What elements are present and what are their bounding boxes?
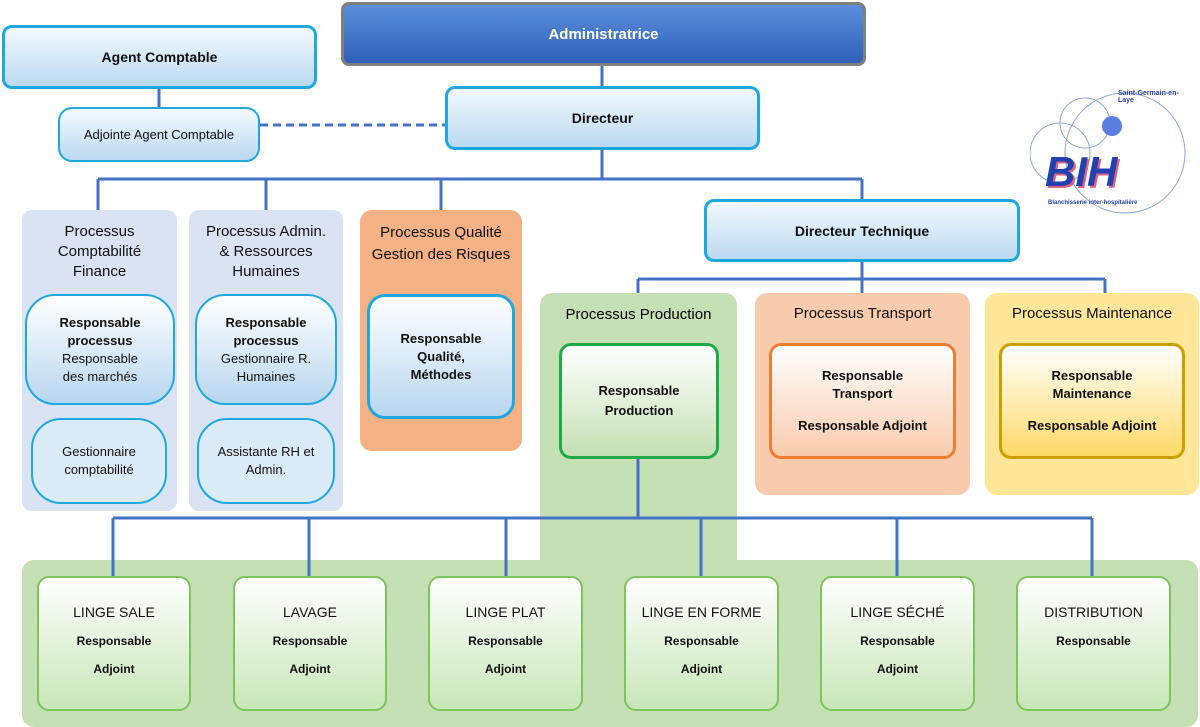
directeur-technique-box: Directeur Technique xyxy=(704,199,1020,262)
role-label: Responsable xyxy=(272,634,348,648)
role-label: Responsable xyxy=(468,634,543,648)
unit-title: LINGE SÉCHÉ xyxy=(850,604,945,620)
processus-transport-title: Processus Transport xyxy=(793,305,932,322)
gestionnaire-comptabilite-box: Gestionnaire comptabilité xyxy=(31,418,167,504)
responsable-qualite-box: Responsable Qualité, Méthodes xyxy=(367,294,515,419)
role-label: Adjoint xyxy=(876,662,919,676)
logo-text: BIH xyxy=(1045,148,1118,195)
unit-title: LAVAGE xyxy=(283,604,337,620)
role-label: Responsable Production xyxy=(598,383,680,418)
role-label: Adjoint xyxy=(484,662,527,676)
logo-subtitle: Blanchisserie inter-hospitalière xyxy=(1048,200,1138,206)
role-label: Responsable xyxy=(860,634,935,648)
role-label: Responsable Transport xyxy=(822,368,903,401)
role-label: Responsable Qualité, Méthodes xyxy=(400,330,482,382)
processus-maintenance-title: Processus Maintenance xyxy=(1011,305,1173,322)
role-label: Assistante RH et Admin. xyxy=(217,444,315,477)
role-label: Adjoint xyxy=(680,662,723,676)
processus-production-title: Processus Production xyxy=(565,306,712,323)
unit-distribution: DISTRIBUTION Responsable xyxy=(1016,576,1171,711)
unit-title: LINGE PLAT xyxy=(465,604,546,620)
adjointe-agent-comptable-box: Adjointe Agent Comptable xyxy=(58,107,260,162)
administratrice-box: Administratrice xyxy=(341,2,866,66)
processus-comptabilite-title: Processus Comptabilité Finance xyxy=(57,223,142,280)
processus-qualite-title: Processus Qualité Gestion des Risques xyxy=(371,224,511,263)
role-label: Responsable xyxy=(76,634,152,648)
assistante-rh-box: Assistante RH et Admin. xyxy=(197,418,335,504)
agent-comptable-box: Agent Comptable xyxy=(2,25,317,89)
bih-logo: BIH Saint-Germain-en-Laye Blanchisserie … xyxy=(1030,88,1190,218)
role-label: Responsable Adjoint xyxy=(1027,418,1157,433)
role-label: Adjoint xyxy=(93,662,135,676)
unit-title: LINGE EN FORME xyxy=(641,604,762,620)
role-label: Responsable xyxy=(664,634,739,648)
role-label: Responsable Maintenance xyxy=(1051,368,1133,401)
unit-title: DISTRIBUTION xyxy=(1044,604,1143,620)
responsable-production-box: Responsable Production xyxy=(559,343,719,459)
role-label: Gestionnaire R. Humaines xyxy=(220,350,312,384)
role-label: Responsable Adjoint xyxy=(798,418,927,433)
role-label: Gestionnaire comptabilité xyxy=(62,444,136,477)
logo-circles xyxy=(1030,92,1186,214)
role-label: Responsable processus xyxy=(225,314,307,348)
directeur-box: Directeur xyxy=(445,86,760,150)
role-label: Responsable processus xyxy=(59,314,141,348)
processus-rh-title: Processus Admin. & Ressources Humaines xyxy=(205,223,327,280)
production-units-area xyxy=(22,560,1198,727)
role-label: Responsable des marchés xyxy=(62,350,138,384)
logo-arc-text: Saint-Germain-en-Laye xyxy=(1118,90,1179,104)
role-label: Adjoint xyxy=(289,662,331,676)
unit-title: LINGE SALE xyxy=(73,604,155,620)
role-label: Responsable xyxy=(1056,634,1131,648)
